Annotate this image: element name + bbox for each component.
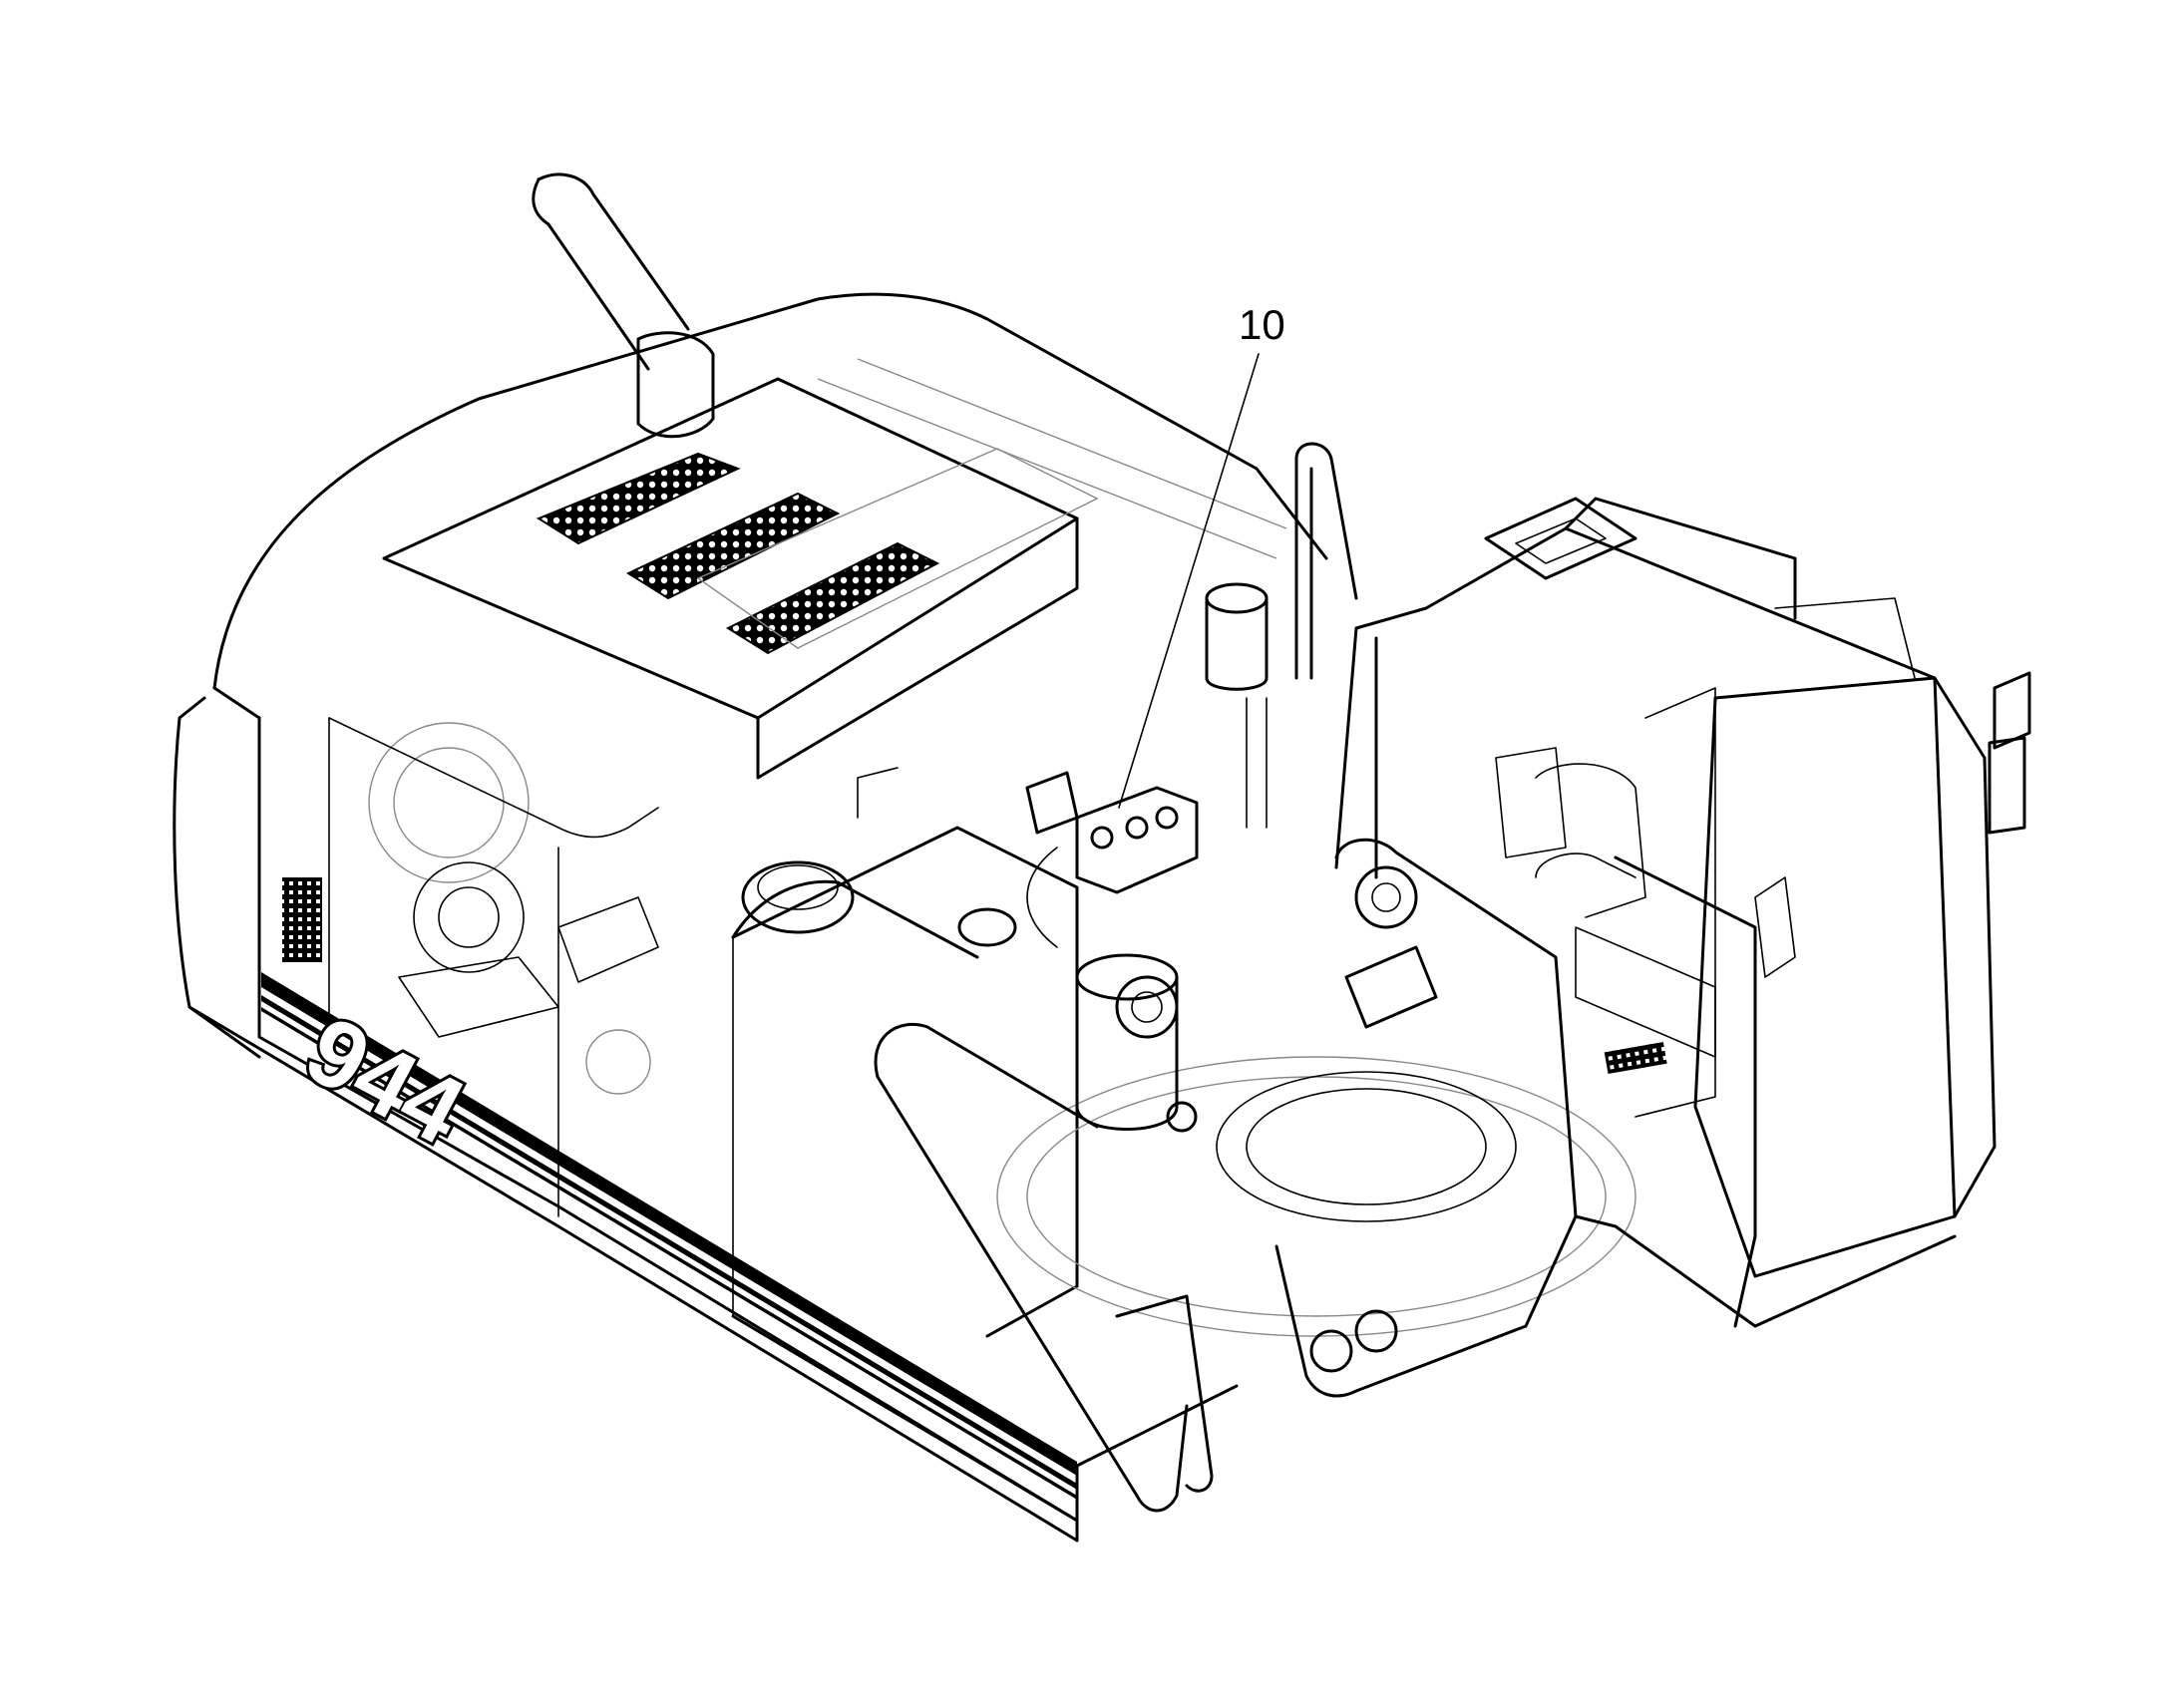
swing-motor <box>1075 953 1198 1133</box>
rear-housing <box>173 292 1328 1542</box>
operator-cab <box>1334 497 1997 1328</box>
side-decal-stripes <box>261 972 1077 1500</box>
handrails <box>874 442 1358 1513</box>
engine-hood <box>382 377 1079 780</box>
exhaust-stack <box>532 172 715 439</box>
hydraulic-tank <box>731 767 1079 1338</box>
cab-mirror <box>1988 671 2031 835</box>
pump-unit <box>1205 582 1269 829</box>
side-vent-grille <box>282 877 322 962</box>
boom-foot <box>1274 838 1578 1398</box>
operator-seat <box>1535 763 1796 1075</box>
callout-10: 10 <box>1118 301 1285 809</box>
rotary-valve-block <box>1025 771 1199 948</box>
floor-grille <box>1604 1041 1667 1075</box>
model-number-marking: 944 <box>286 993 484 1169</box>
engine-internals-ghost <box>328 358 1287 1095</box>
model-number-text: 944 <box>289 996 481 1166</box>
callout-10-leader <box>1118 353 1260 809</box>
callout-10-label: 10 <box>1239 301 1285 348</box>
